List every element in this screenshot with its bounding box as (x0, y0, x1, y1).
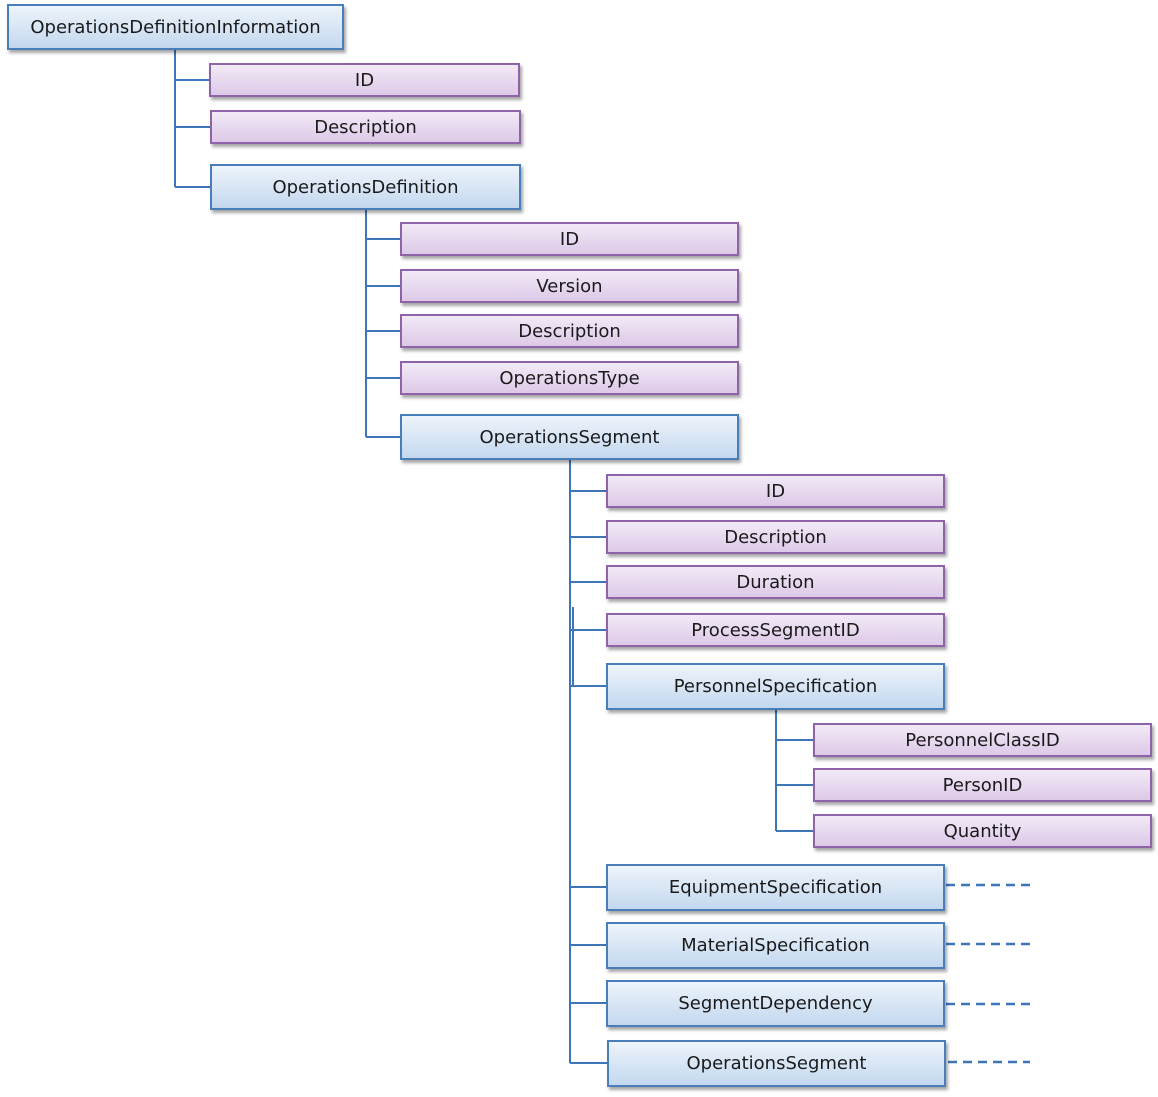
node-od-id: ID (400, 222, 739, 256)
node-material-specification: MaterialSpecification (606, 922, 945, 969)
node-root-description: Description (210, 110, 521, 144)
node-label: Quantity (943, 820, 1022, 842)
node-os-duration: Duration (606, 565, 945, 599)
node-label: PersonnelSpecification (673, 676, 878, 697)
node-operations-definition-information: OperationsDefinitionInformation (7, 4, 344, 50)
node-label: ProcessSegmentID (691, 619, 860, 641)
node-label: ID (559, 228, 580, 250)
node-equipment-specification: EquipmentSpecification (606, 864, 945, 911)
node-label: SegmentDependency (678, 993, 873, 1014)
node-nested-operations-segment: OperationsSegment (607, 1040, 946, 1087)
node-label: OperationsSegment (686, 1053, 867, 1074)
node-ps-personnel-class-id: PersonnelClassID (813, 723, 1152, 757)
node-label: Duration (736, 571, 815, 593)
node-root-id: ID (209, 63, 520, 97)
node-ps-quantity: Quantity (813, 814, 1152, 848)
node-label: Description (724, 526, 827, 548)
node-od-operations-type: OperationsType (400, 361, 739, 395)
node-os-description: Description (606, 520, 945, 554)
node-label: OperationsSegment (479, 426, 660, 448)
node-od-version: Version (400, 269, 739, 303)
node-label: PersonnelClassID (905, 729, 1060, 751)
node-personnel-specification: PersonnelSpecification (606, 663, 945, 710)
node-label: MaterialSpecification (681, 935, 870, 956)
node-os-process-segment-id: ProcessSegmentID (606, 613, 945, 647)
node-operations-definition: OperationsDefinition (210, 164, 521, 210)
node-label: Version (536, 275, 603, 297)
node-label: OperationsDefinitionInformation (30, 16, 321, 38)
node-segment-dependency: SegmentDependency (606, 980, 945, 1027)
node-label: Description (518, 320, 621, 342)
node-operations-segment: OperationsSegment (400, 414, 739, 460)
node-label: Description (314, 116, 417, 138)
node-label: ID (765, 480, 786, 502)
node-od-description: Description (400, 314, 739, 348)
node-label: PersonID (942, 774, 1023, 796)
node-ps-person-id: PersonID (813, 768, 1152, 802)
node-label: OperationsDefinition (272, 176, 459, 198)
node-label: EquipmentSpecification (668, 877, 883, 898)
node-os-id: ID (606, 474, 945, 508)
node-label: ID (354, 69, 375, 91)
node-label: OperationsType (499, 367, 640, 389)
